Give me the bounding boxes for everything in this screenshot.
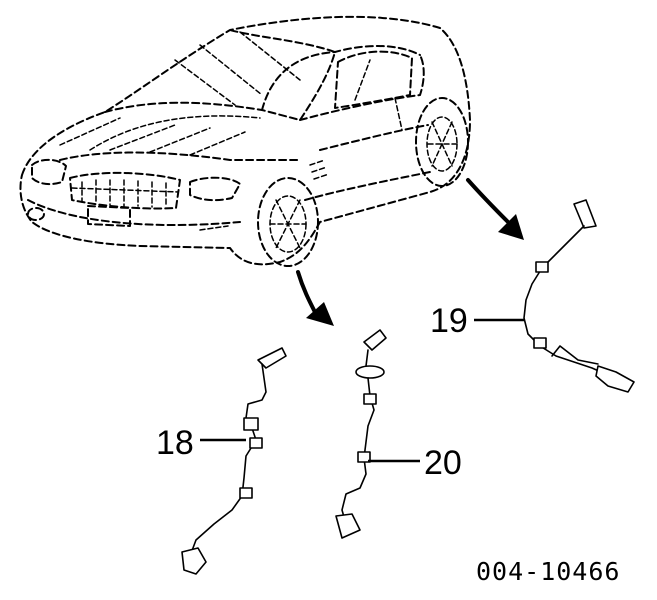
- sensor-cable-20: [335, 329, 387, 539]
- callout-label-18: 18: [156, 424, 194, 462]
- callout-label-19: 19: [430, 302, 468, 340]
- callout-18: 18: [156, 424, 246, 462]
- sensor-cable-19: [523, 199, 635, 393]
- connector-plug: [181, 547, 207, 575]
- figure-part-number: 004-10466: [476, 557, 620, 586]
- callout-19: 19: [430, 302, 524, 340]
- connector-plug: [595, 365, 635, 393]
- callout-label-20: 20: [424, 444, 462, 482]
- sensor-cable-18: [181, 347, 287, 575]
- arrow-rear-wheel: [466, 178, 524, 240]
- connector-plug: [335, 513, 361, 539]
- arrow-front-wheel: [296, 270, 334, 326]
- cable-clip: [243, 417, 259, 431]
- car-illustration: [19, 15, 471, 267]
- callout-20: 20: [368, 444, 462, 482]
